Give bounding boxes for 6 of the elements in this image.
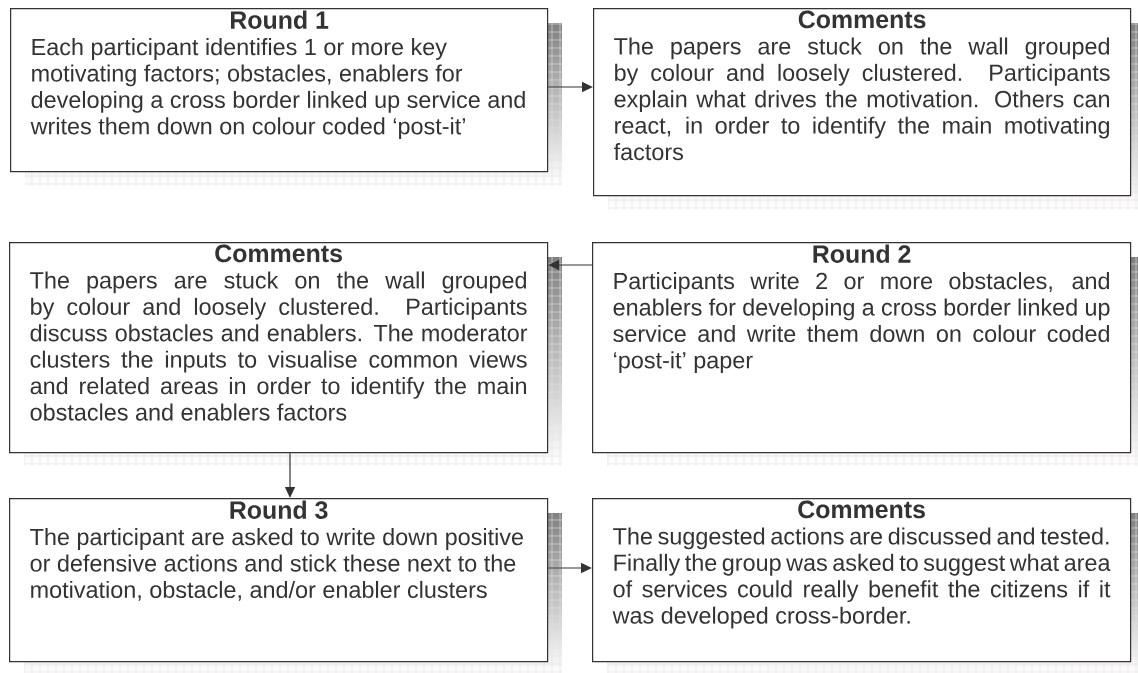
text-box: Comments The papers are stuck on the wall grouped by colour and loosely clustered. Participants explain what drives the motivation. Others can react, in order to identify the main motivating factors — [593, 8, 1132, 197]
text-box: Comments The papers are stuck on the wall grouped by colour and loosely clustered. Participants discuss obstacles and enablers. The moderator clusters the inputs to visualise common views and related areas in order to identify the main obstacles and enablers factors — [9, 242, 549, 454]
text-box: Round 1 Each participant identifies 1 or more key motivating factors; obstacles, enablers for developing a cross border linked up service and writes them down on colour coded ‘post-it’ — [10, 8, 549, 173]
text-box: Comments The suggested actions are discussed and tested. Finally the group was asked to suggest what area of services could really benefit the citizens if it was developed cross-border. — [592, 498, 1132, 663]
text-box: Round 2 Participants write 2 or more obstacles, and enablers for developing a cross border linked up service and write them down on colour coded ‘post-it’ paper — [592, 242, 1132, 454]
text-box: Round 3 The participant are asked to write down positive or defensive actions and stick these next to the motivation, obstacle, and/or enabler clusters — [9, 498, 549, 663]
